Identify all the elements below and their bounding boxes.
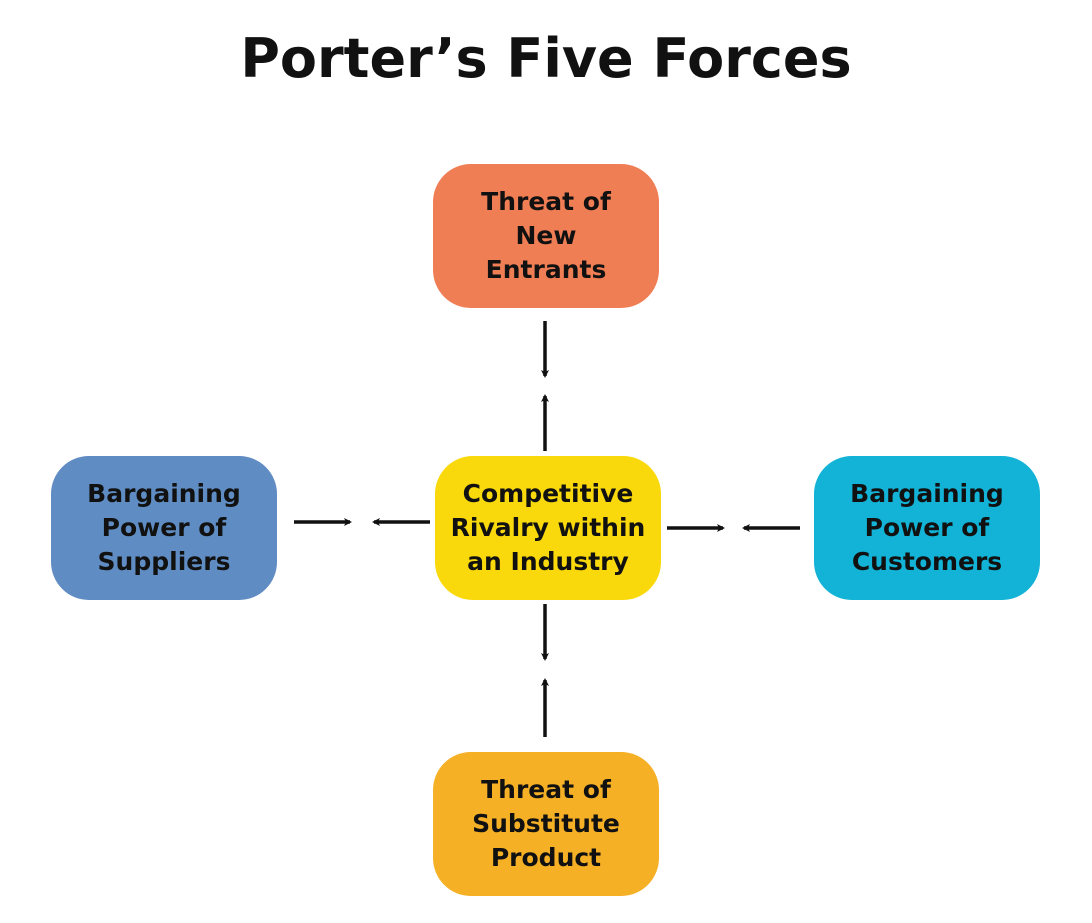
threat-of-new-entrants-label: Threat of New Entrants [481,187,611,284]
diagram-title: Porter’s Five Forces [240,27,852,90]
bargaining-power-of-suppliers-box: Bargaining Power of Suppliers [51,456,277,600]
competitive-rivalry-box: Competitive Rivalry within an Industry [435,456,661,600]
bargaining-power-of-customers-box: Bargaining Power of Customers [814,456,1040,600]
competitive-rivalry-label: Competitive Rivalry within an Industry [450,479,646,576]
threat-of-new-entrants-box: Threat of New Entrants [433,164,659,308]
threat-of-substitute-product-label: Threat of Substitute Product [472,775,620,872]
threat-of-substitute-product-box: Threat of Substitute Product [433,752,659,896]
bargaining-power-of-suppliers-label: Bargaining Power of Suppliers [87,479,241,576]
bargaining-power-of-customers-label: Bargaining Power of Customers [850,479,1004,576]
